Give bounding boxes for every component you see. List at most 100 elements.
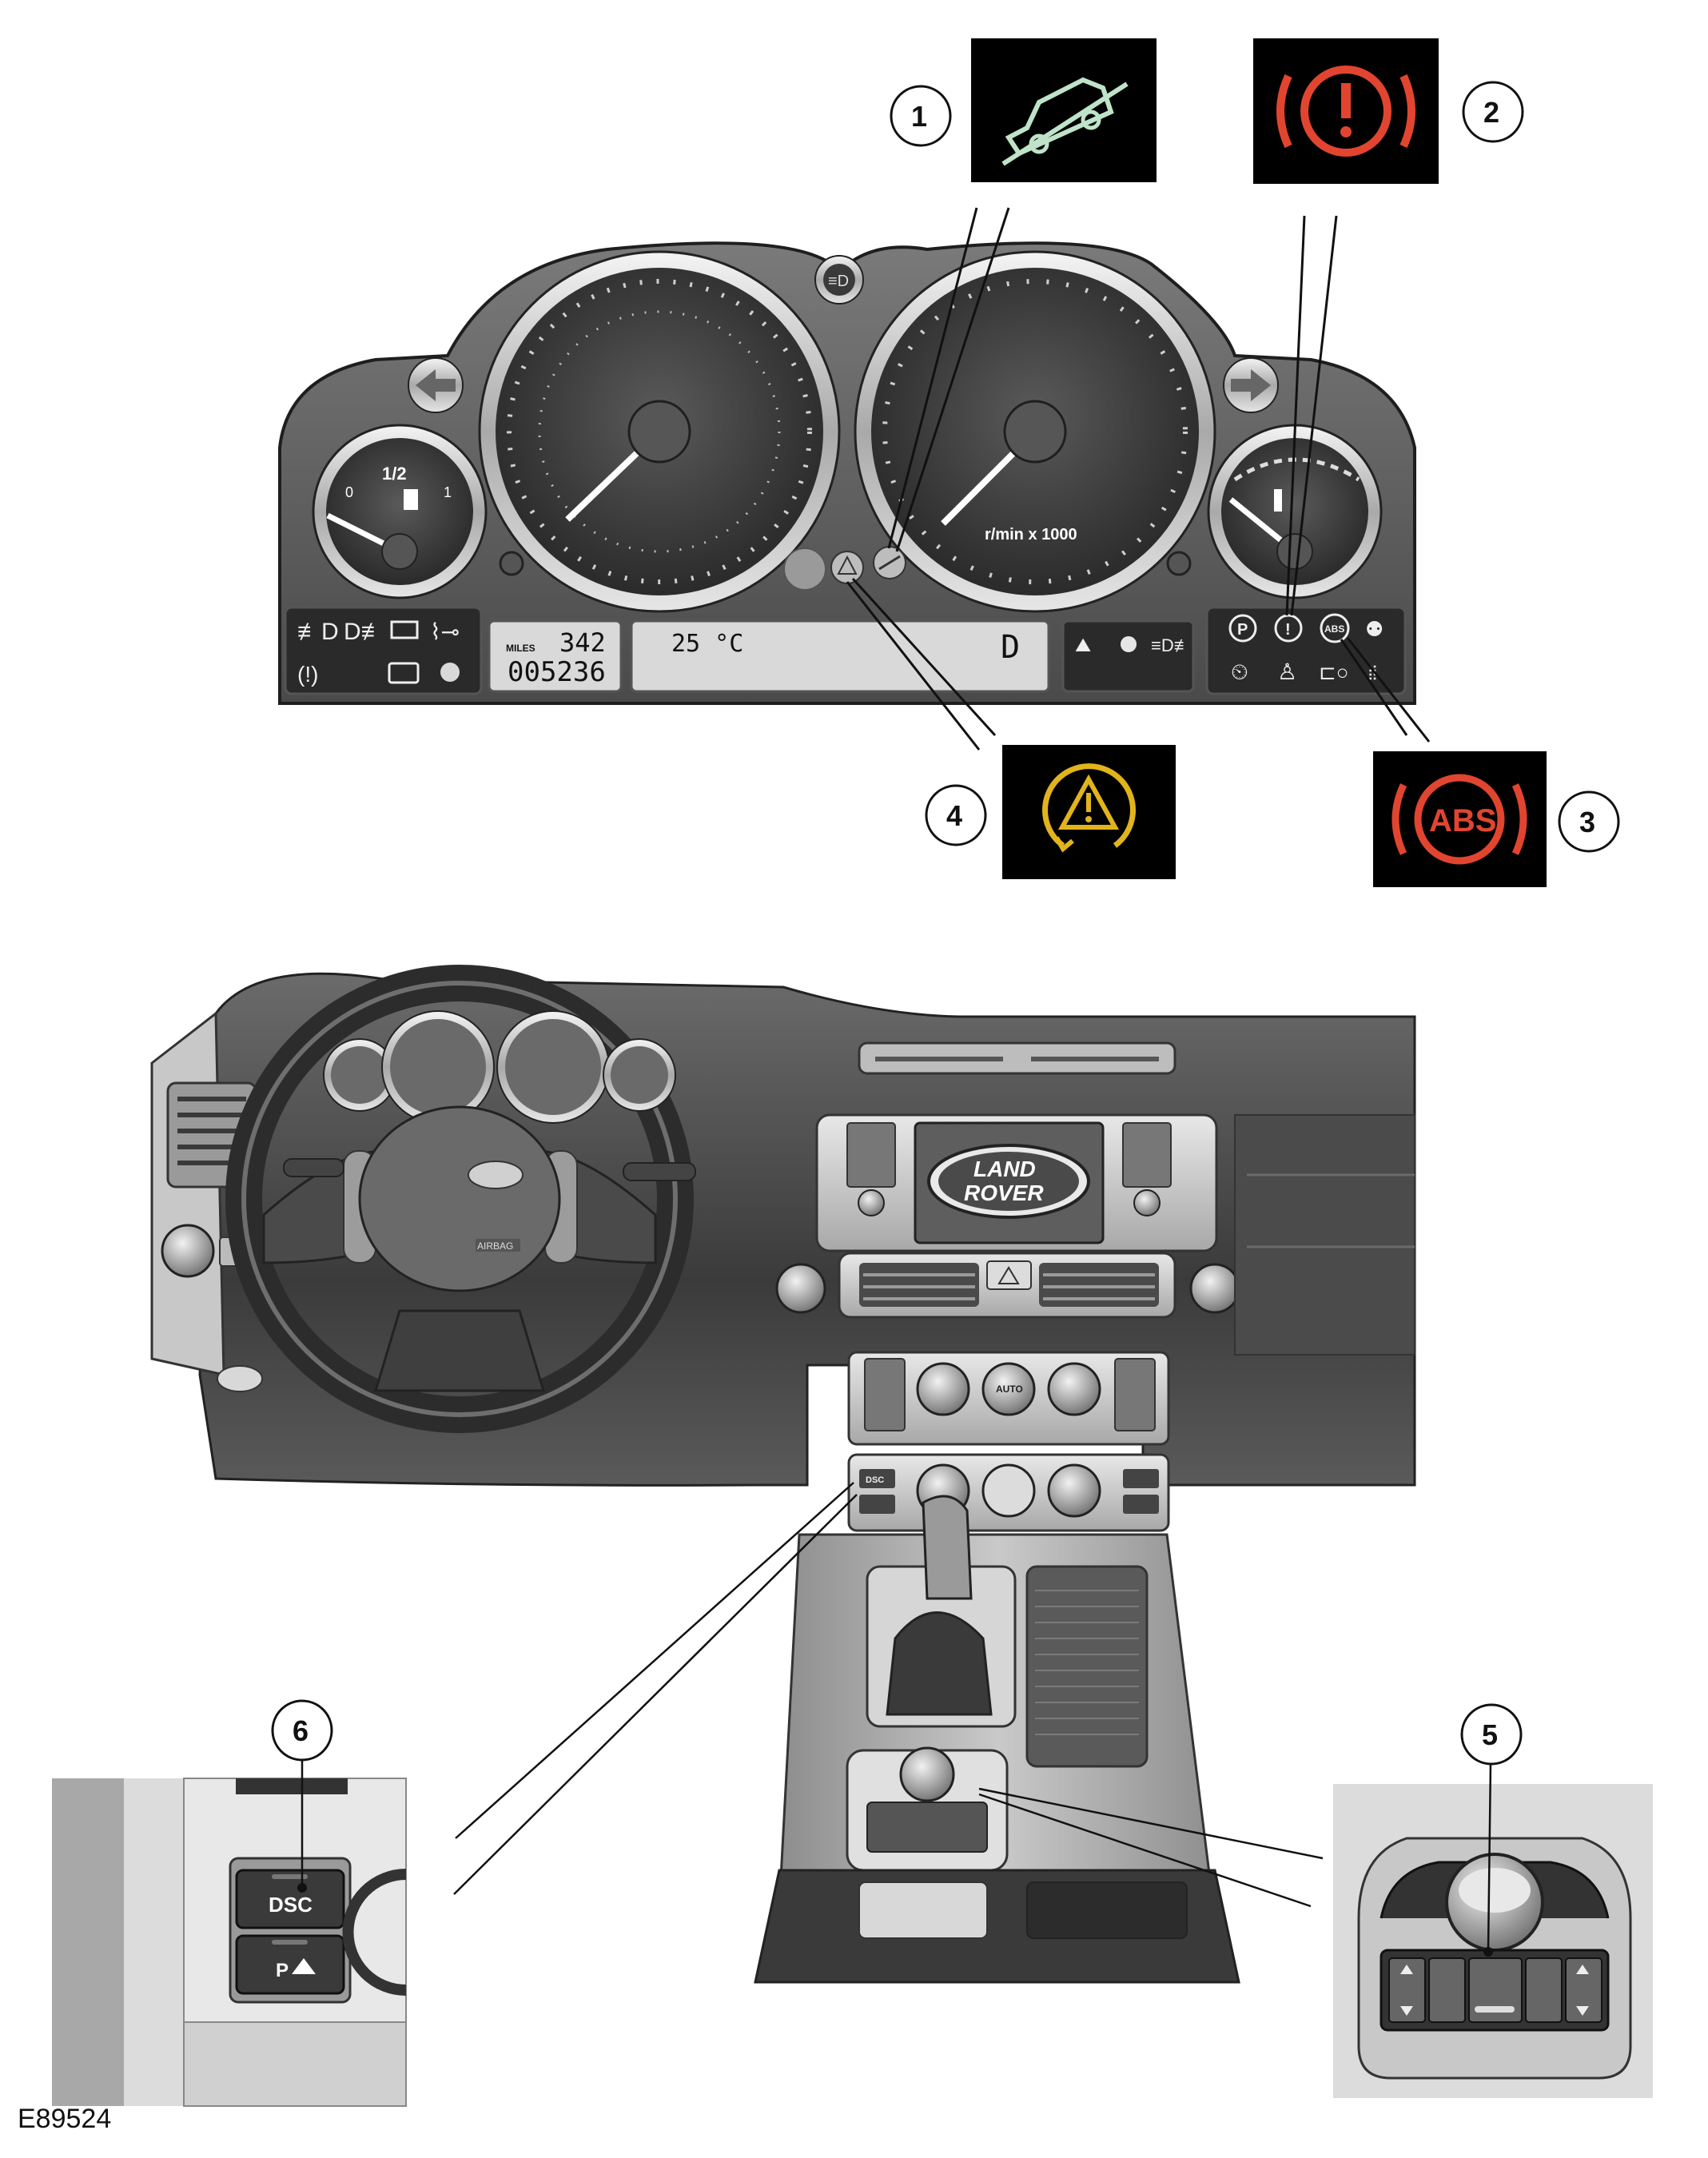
svg-text:3: 3 bbox=[1579, 806, 1595, 838]
abs-lamp bbox=[1320, 613, 1350, 643]
svg-text:5: 5 bbox=[1482, 1718, 1498, 1751]
climate-control-panel: AUTO bbox=[847, 1351, 1170, 1446]
dsc-switch-label: DSC bbox=[269, 1893, 313, 1917]
callout-number-5: 5 bbox=[1460, 1703, 1523, 1766]
hdc-warning-lamp bbox=[873, 546, 906, 579]
dsc-warning-lamp bbox=[830, 551, 864, 584]
cluster-leader-lines bbox=[846, 207, 1431, 751]
fuel-half-label: 1/2 bbox=[382, 464, 407, 484]
park-distance-switch: P bbox=[235, 1934, 345, 1995]
door-panel bbox=[150, 1010, 225, 1376]
odometer-display: MILES 342 005236 bbox=[488, 619, 623, 693]
brand-line-1: LAND bbox=[973, 1157, 1036, 1181]
centre-air-vents bbox=[838, 1252, 1176, 1319]
svg-text:1: 1 bbox=[911, 100, 927, 133]
airbag-lamp-icon: ⚉ bbox=[1365, 617, 1384, 641]
callout-3-abs-warning: ABS bbox=[1373, 751, 1547, 887]
fuel-gauge: 1/2 0 1 bbox=[312, 424, 488, 599]
centre-console bbox=[754, 1495, 1240, 1984]
gear-lever-boot bbox=[886, 1611, 993, 1716]
odometer-value: 005236 bbox=[508, 656, 606, 688]
heated-screen-icon: ⦙⦙ bbox=[1368, 663, 1377, 684]
abs-lamp-label: ABS bbox=[1324, 623, 1344, 635]
wheel-badge bbox=[468, 1161, 524, 1189]
headlamp-icon: ≡D≢ bbox=[1151, 635, 1192, 655]
left-turn-indicator bbox=[408, 357, 464, 413]
svg-text:4: 4 bbox=[946, 799, 962, 832]
svg-text:!: ! bbox=[1285, 621, 1291, 639]
outside-temperature: 25 °C bbox=[671, 630, 743, 658]
airbag-label-plate bbox=[476, 1239, 520, 1252]
terrain-response-knob bbox=[899, 1746, 955, 1802]
abs-warning-label: ABS bbox=[1429, 803, 1496, 838]
trip-value: 342 bbox=[559, 627, 606, 658]
inset-terrain-response bbox=[1333, 1784, 1653, 2098]
callout-number-6: 6 bbox=[271, 1699, 333, 1762]
oil-pressure-icon: ⌇⊸ bbox=[430, 619, 460, 644]
gear-lever-knob bbox=[922, 1495, 973, 1600]
hazard-switch bbox=[986, 1260, 1032, 1290]
cruise-icon: ⏲ bbox=[1231, 659, 1248, 684]
battery-icon bbox=[390, 620, 419, 639]
main-beam-indicator: ≡D bbox=[814, 255, 864, 305]
cupholder-cover bbox=[1025, 1565, 1149, 1768]
top-demister-vent bbox=[858, 1041, 1176, 1075]
airbag-label: AIRBAG bbox=[477, 1240, 513, 1252]
steering-wheel: AIRBAG bbox=[225, 965, 696, 1433]
park-switch-label: P bbox=[276, 1960, 289, 1981]
brand-line-2: ROVER bbox=[964, 1181, 1044, 1205]
light-switch-knob bbox=[161, 1224, 215, 1278]
status-dot bbox=[440, 663, 460, 682]
svg-text:DSC: DSC bbox=[866, 1475, 884, 1485]
park-brake-label: P bbox=[1237, 621, 1248, 639]
dsc-switch: DSC bbox=[235, 1869, 345, 1929]
temperature-gauge bbox=[1207, 424, 1383, 599]
engine-check-icon bbox=[388, 662, 420, 684]
svg-text:2: 2 bbox=[1483, 96, 1499, 129]
front-fog-icon: ≢D bbox=[297, 619, 339, 645]
svg-text:6: 6 bbox=[293, 1714, 309, 1747]
dashboard-illustration: AIRBAG LAND ROVER bbox=[150, 965, 1416, 1984]
brake-warning-icon bbox=[1300, 66, 1391, 157]
fuel-empty-label: 0 bbox=[345, 484, 353, 500]
gear-position: D bbox=[1001, 629, 1020, 666]
inset-dsc-switch: DSC P bbox=[52, 1778, 407, 2107]
navigation-unit: LAND ROVER bbox=[815, 1113, 1218, 1252]
inset-leader-lines bbox=[301, 1482, 1492, 1951]
dsc-warning-icon bbox=[1042, 763, 1136, 848]
auto-label: AUTO bbox=[996, 1384, 1023, 1395]
park-brake-lamp bbox=[1228, 614, 1257, 643]
trip-reset-knob bbox=[499, 551, 524, 576]
callout-number-3: 3 bbox=[1558, 790, 1620, 853]
callout-4-dsc-warning bbox=[1002, 745, 1176, 879]
centre-right-strip: ⛰ ≡D≢ bbox=[1061, 619, 1195, 693]
steering-hub bbox=[358, 1105, 561, 1292]
callout-number-1: 1 bbox=[890, 85, 952, 147]
callout-number-4: 4 bbox=[925, 784, 987, 846]
callout-2-brake-warning bbox=[1253, 38, 1439, 184]
abs-warning-icon bbox=[1414, 774, 1505, 865]
passenger-dash-panel bbox=[1234, 1114, 1415, 1356]
fuel-full-label: 1 bbox=[444, 484, 452, 500]
speedometer bbox=[478, 250, 841, 613]
right-warning-strip: P ! ABS ⚉ ⏲ ♙ ⊏○ ⦙⦙ bbox=[1205, 606, 1407, 695]
blank-warning-lamp bbox=[783, 547, 826, 591]
callout-1-hill-descent bbox=[971, 38, 1157, 182]
tacho-unit-label: r/min x 1000 bbox=[985, 526, 1077, 543]
message-centre: 25 °C D bbox=[630, 619, 1050, 693]
dsc-small-switch bbox=[859, 1469, 895, 1488]
coolant-icon bbox=[1274, 489, 1282, 512]
tyre-pressure-icon: (!) bbox=[297, 662, 318, 687]
odometer-unit: MILES bbox=[506, 643, 535, 654]
lower-switch-panel: DSC bbox=[847, 1453, 1170, 1532]
brake-lamp bbox=[1274, 614, 1303, 643]
trailer-icon: ⊏○ bbox=[1319, 660, 1349, 684]
terrain-icon: ⛰ bbox=[1075, 635, 1091, 656]
rear-fog-icon: D≢ bbox=[344, 619, 385, 645]
dimmer-knob bbox=[1166, 551, 1192, 576]
figure-code: E89524 bbox=[18, 2104, 112, 2134]
callout-number-2: 2 bbox=[1462, 81, 1524, 143]
left-warning-strip: ≢D D≢ ⌇⊸ (!) bbox=[284, 606, 483, 695]
fuel-pump-icon bbox=[404, 489, 418, 510]
